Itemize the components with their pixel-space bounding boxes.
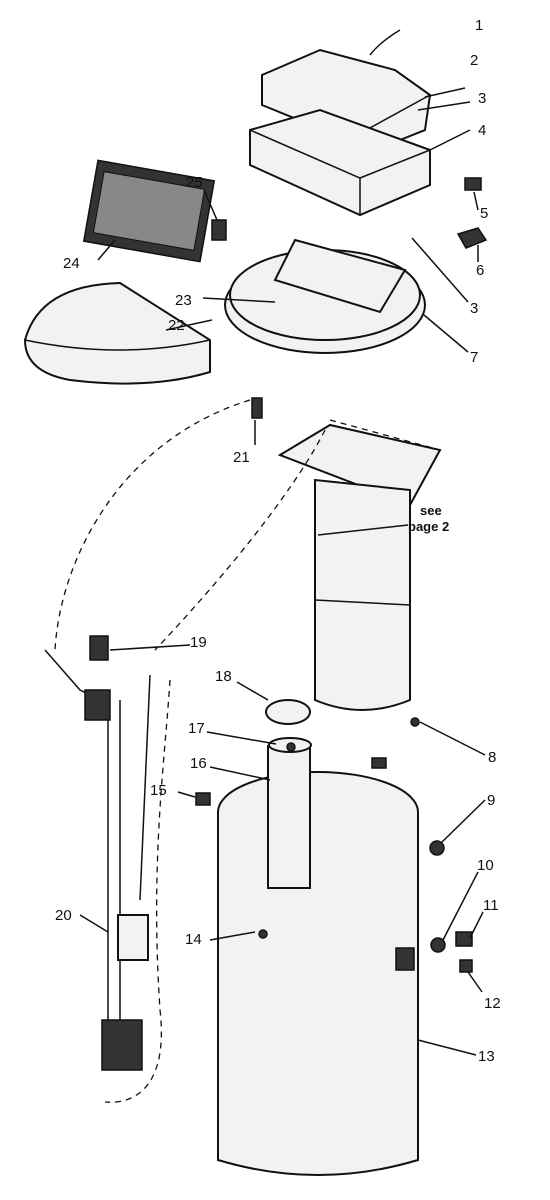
label-11: 11 [483,897,499,914]
dashed-tube-4 [329,419,441,451]
part-24-control-panel [82,159,216,263]
label-22: 22 [168,317,185,334]
part-11-elbow [455,931,473,947]
leader-lines [79,29,486,1056]
valve-assembly [277,423,442,711]
label-3a: 3 [478,90,486,107]
part-9-fitting [429,840,445,856]
part-25-connector [211,219,227,241]
part-22-pedestal [23,281,211,385]
label-17: 17 [188,720,205,737]
label-13: 13 [478,1048,495,1065]
label-15: 15 [150,782,167,799]
part-4-housing [249,108,431,217]
part-13-tank [217,771,419,1176]
dashed-tube-3 [154,429,326,651]
label-24: 24 [63,255,80,272]
part-21-fitting [251,397,263,419]
part-6-bracket [456,227,488,249]
part-14-plug [258,929,268,939]
label-10: 10 [477,857,494,874]
part-17-plug [286,742,296,752]
part-20-brine-assembly [44,649,151,1071]
label-25: 25 [186,174,203,191]
part-5-clip [464,177,482,191]
label-14: 14 [185,931,202,948]
part-12-clamp [459,959,473,973]
label-19: 19 [190,634,207,651]
note-page-2: page 2 [408,519,449,534]
part-15-screw [195,792,211,806]
part-1-top-cover [261,48,432,152]
part-10-grommet [430,937,446,953]
label-21: 21 [233,449,250,466]
callout-labels: 1 2 3 4 5 6 3 7 8 9 10 11 12 13 14 15 16… [55,17,501,1065]
tank-port [395,947,415,971]
label-4: 4 [478,122,486,139]
label-23: 23 [175,292,192,309]
dashed-tube-1 [54,399,251,651]
label-12: 12 [484,995,501,1012]
part-8-screw [410,717,420,727]
label-18: 18 [215,668,232,685]
label-9: 9 [487,792,495,809]
label-3b: 3 [470,300,478,317]
part-8-fitting [371,757,387,769]
label-20: 20 [55,907,72,924]
part-19-fitting [89,635,109,661]
part-7-lid [224,238,426,354]
label-2: 2 [470,52,478,69]
note-see: see [420,503,442,518]
part-18-cap [265,699,311,725]
part-16-riser [267,737,312,889]
label-6: 6 [476,262,484,279]
label-8: 8 [488,749,496,766]
label-7: 7 [470,349,478,366]
label-16: 16 [190,755,207,772]
label-5: 5 [480,205,488,222]
label-1: 1 [475,17,483,34]
